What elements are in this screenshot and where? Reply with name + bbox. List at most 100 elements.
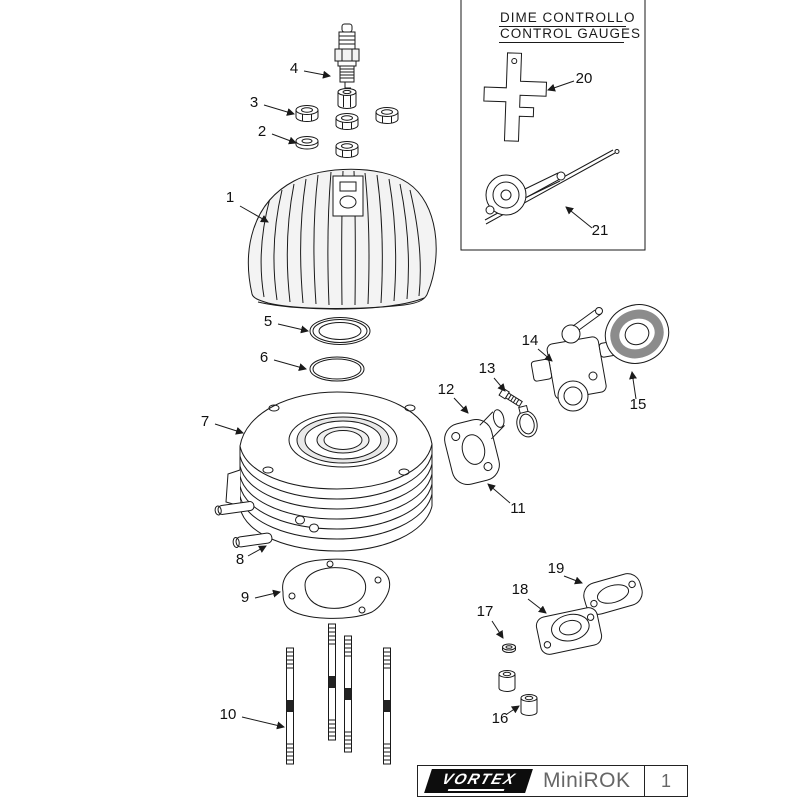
part-number-label: 9: [241, 589, 249, 606]
leader-line: [537, 348, 553, 362]
part-number-label: 18: [512, 581, 529, 598]
gauge-box-title-it: DIME CONTROLLO: [500, 10, 636, 25]
leader-line: [629, 371, 637, 400]
dowel-pin-upper: [214, 501, 255, 516]
stud-4: [383, 647, 391, 765]
stud-3: [344, 635, 352, 753]
cap-nut: [337, 88, 357, 109]
part-number-label: 7: [201, 413, 209, 430]
leader-line: [263, 104, 295, 116]
head-gasket: [309, 317, 371, 345]
callout-9: 9: [241, 589, 281, 606]
part-number-label: 13: [479, 360, 496, 377]
part-number-label: 21: [592, 222, 609, 239]
page-number: 1: [644, 766, 687, 796]
leader-line: [239, 205, 269, 223]
nut-right: [375, 107, 399, 124]
leader-line: [493, 377, 506, 392]
spacer-2: [520, 694, 538, 716]
callout-12: 12: [438, 381, 469, 414]
callout-1: 1: [226, 189, 269, 223]
callout-16: 16: [492, 705, 520, 727]
part-number-label: 17: [477, 603, 494, 620]
logo-underline: [447, 789, 505, 791]
part-number-label: 1: [226, 189, 234, 206]
cooling-fins: [260, 170, 421, 306]
callout-5: 5: [264, 313, 309, 334]
intake-manifold: [444, 409, 505, 485]
dowel-pin-lower: [232, 532, 273, 548]
brand-name: VORTEX: [439, 771, 519, 788]
leader-line: [547, 80, 575, 92]
callout-7: 7: [201, 413, 244, 435]
control-gauge-plate: [483, 52, 548, 142]
part-number-label: 6: [260, 349, 268, 366]
nut-center-lower: [335, 141, 359, 158]
leader-line: [254, 589, 281, 599]
exhaust-flange: [535, 607, 603, 655]
leader-line: [563, 575, 583, 585]
leader-line: [453, 397, 469, 414]
callout-13: 13: [479, 360, 506, 392]
leader-line: [527, 598, 547, 614]
callout-6: 6: [260, 349, 307, 371]
control-gauges-box: DIME CONTROLLO CONTROL GAUGES: [460, 0, 646, 251]
vortex-logo: VORTEX: [424, 769, 534, 793]
leader-line: [214, 423, 244, 435]
callout-14: 14: [522, 332, 553, 362]
cylinder-head: [247, 168, 437, 310]
leader-line: [247, 545, 267, 557]
part-number-label: 15: [630, 396, 647, 413]
part-number-label: 12: [438, 381, 455, 398]
callout-3: 3: [250, 94, 295, 116]
carburetor: [530, 307, 617, 412]
washer-left: [295, 136, 319, 150]
stud-1: [286, 647, 294, 765]
part-number-label: 14: [522, 332, 539, 349]
model-name: MiniROK: [542, 769, 631, 792]
nut-left: [295, 105, 319, 122]
stud-2: [328, 623, 336, 741]
callout-17: 17: [477, 603, 504, 639]
dial-gauge: [484, 149, 620, 225]
spacer-1: [498, 670, 516, 692]
part-number-label: 10: [220, 706, 237, 723]
gauge-box-title-en: CONTROL GAUGES: [500, 26, 641, 41]
leader-line: [273, 359, 307, 371]
part-number-label: 8: [236, 551, 244, 568]
callout-2: 2: [258, 123, 297, 145]
air-filter: [604, 304, 670, 364]
clamp-screw: [498, 387, 523, 408]
part-number-label: 4: [290, 60, 298, 77]
small-washer: [502, 643, 516, 653]
title-block: VORTEX MiniROK 1: [417, 765, 688, 797]
callout-15: 15: [629, 371, 647, 413]
part-number-label: 16: [492, 710, 509, 727]
callout-4: 4: [290, 60, 331, 79]
callout-20: 20: [547, 70, 593, 92]
leader-line: [241, 716, 285, 730]
o-ring: [309, 356, 365, 382]
nut-center: [335, 113, 359, 130]
spark-plug: [334, 23, 360, 89]
part-number-label: 2: [258, 123, 266, 140]
part-number-label: 20: [576, 70, 593, 87]
callout-10: 10: [220, 706, 285, 730]
hose-clamp: [516, 404, 538, 438]
callout-19: 19: [548, 560, 583, 585]
leader-line: [491, 620, 504, 639]
cylinder: [225, 391, 433, 552]
leader-line: [506, 705, 520, 715]
leader-line: [277, 323, 309, 334]
leader-line: [565, 206, 593, 229]
part-number-label: 19: [548, 560, 565, 577]
part-number-label: 3: [250, 94, 258, 111]
callout-11: 11: [487, 483, 526, 517]
leader-line: [303, 70, 331, 79]
callout-18: 18: [512, 581, 547, 614]
leader-line: [487, 483, 511, 504]
callout-8: 8: [236, 545, 267, 568]
base-gasket: [282, 558, 390, 619]
